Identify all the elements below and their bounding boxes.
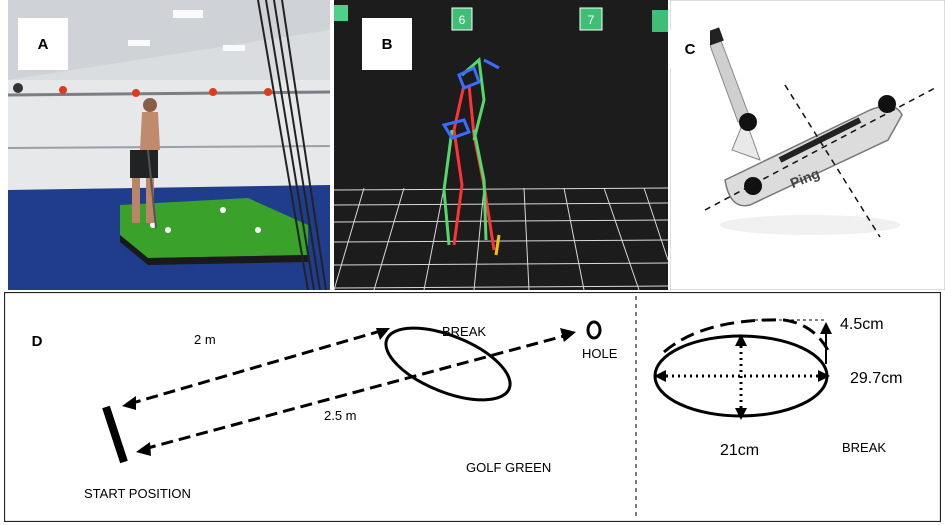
- golf-green-label: GOLF GREEN: [466, 460, 552, 475]
- panel-a-photo: A: [8, 0, 330, 290]
- lab-photo-illustration: [8, 0, 330, 290]
- panel-d-label: D: [22, 328, 52, 354]
- length-29-7cm-label: 29.7cm: [850, 370, 903, 387]
- panel-d-schematic: D 2 m 2.5 m BREAK HOLE START POSITION GO…: [4, 292, 941, 522]
- putter-illustration: Ping: [670, 0, 945, 290]
- hole-label: HOLE: [582, 346, 618, 361]
- start-position-label: START POSITION: [84, 486, 191, 501]
- putting-diagram: [4, 292, 941, 522]
- panel-c-label: C: [670, 30, 710, 68]
- marker-label-6: 6: [459, 13, 466, 27]
- skeleton-illustration: 6 7: [334, 0, 668, 290]
- break-label: BREAK: [442, 324, 487, 339]
- height-4-5cm-label: 4.5cm: [840, 316, 884, 333]
- panel-a-label: A: [18, 18, 68, 70]
- panel-b-label: B: [362, 18, 412, 70]
- break-label-right: BREAK: [842, 440, 887, 455]
- panel-c-putter: Ping C: [670, 0, 945, 290]
- width-21cm-label: 21cm: [720, 442, 760, 459]
- panel-b-motion-capture: 6 7 B: [334, 0, 668, 290]
- distance-2-5m-label: 2.5 m: [324, 408, 357, 423]
- distance-2m-label: 2 m: [194, 332, 216, 347]
- marker-label-7: 7: [588, 13, 595, 27]
